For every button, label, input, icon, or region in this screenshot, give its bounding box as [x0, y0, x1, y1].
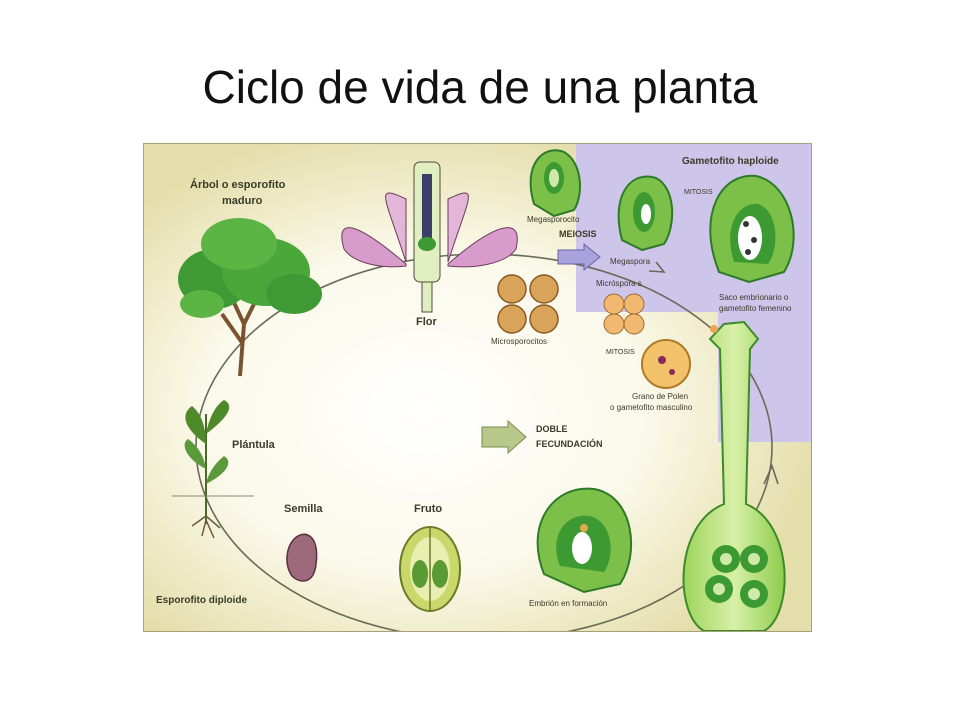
flower-icon	[341, 161, 518, 313]
fruit-label: Fruto	[414, 503, 442, 515]
megaspore-label: Megaspora	[610, 257, 651, 266]
gametophyte-label: Gametofito haploide	[682, 156, 779, 167]
pollen-grain-label: Grano de Polen	[632, 392, 688, 401]
megasporocyte-label: Megasporocito	[527, 215, 580, 224]
flower-label: Flor	[416, 316, 437, 328]
ovule-icon	[709, 174, 795, 284]
meiosis-label: MEIOSIS	[559, 229, 597, 239]
cycle-arrow-top	[648, 261, 666, 273]
embryo-label: Embrión en formación	[529, 599, 607, 608]
double-fertilization-label: DOBLE	[536, 424, 568, 434]
tree-label-2: maduro	[222, 195, 263, 207]
mitosis-mid-label: MITOSIS	[606, 349, 635, 356]
pollen-icon	[497, 274, 559, 334]
pollen-icon	[603, 293, 645, 335]
sporophyte-label: Esporofito diploide	[156, 595, 248, 606]
microsporocytes-label: Microsporocitos	[491, 337, 547, 346]
pollen-icon	[641, 339, 691, 389]
arrow-right-icon	[557, 242, 601, 272]
seedling-label: Plántula	[232, 439, 276, 451]
seedling-icon	[172, 400, 254, 539]
microspores-label: Micróspora s	[596, 279, 642, 288]
embryo-sac-label: Saco embrionario o	[719, 293, 789, 302]
double-fertilization-label-2: FECUNDACIÓN	[536, 438, 603, 449]
life-cycle-diagram: Árbol o esporofito maduro Flor Megasporo…	[143, 143, 812, 632]
tree-icon	[178, 218, 322, 377]
ovule-icon	[536, 487, 633, 594]
cycle-arrow-right	[763, 463, 779, 485]
arrow-right-icon	[481, 419, 527, 455]
ovule-icon	[529, 149, 581, 218]
ovule-icon	[617, 175, 674, 252]
pollen-grain-label-2: o gametofito masculino	[610, 403, 693, 412]
seed-icon	[286, 533, 318, 582]
embryo-sac-label-2: gametofito femenino	[719, 304, 792, 313]
fruit-icon	[399, 526, 461, 612]
seed-label: Semilla	[284, 503, 323, 515]
mitosis-top-label: MITOSIS	[684, 189, 713, 196]
pistil-icon	[682, 320, 786, 631]
slide-title: Ciclo de vida de una planta	[202, 61, 758, 113]
tree-label: Árbol o esporofito	[190, 178, 286, 191]
